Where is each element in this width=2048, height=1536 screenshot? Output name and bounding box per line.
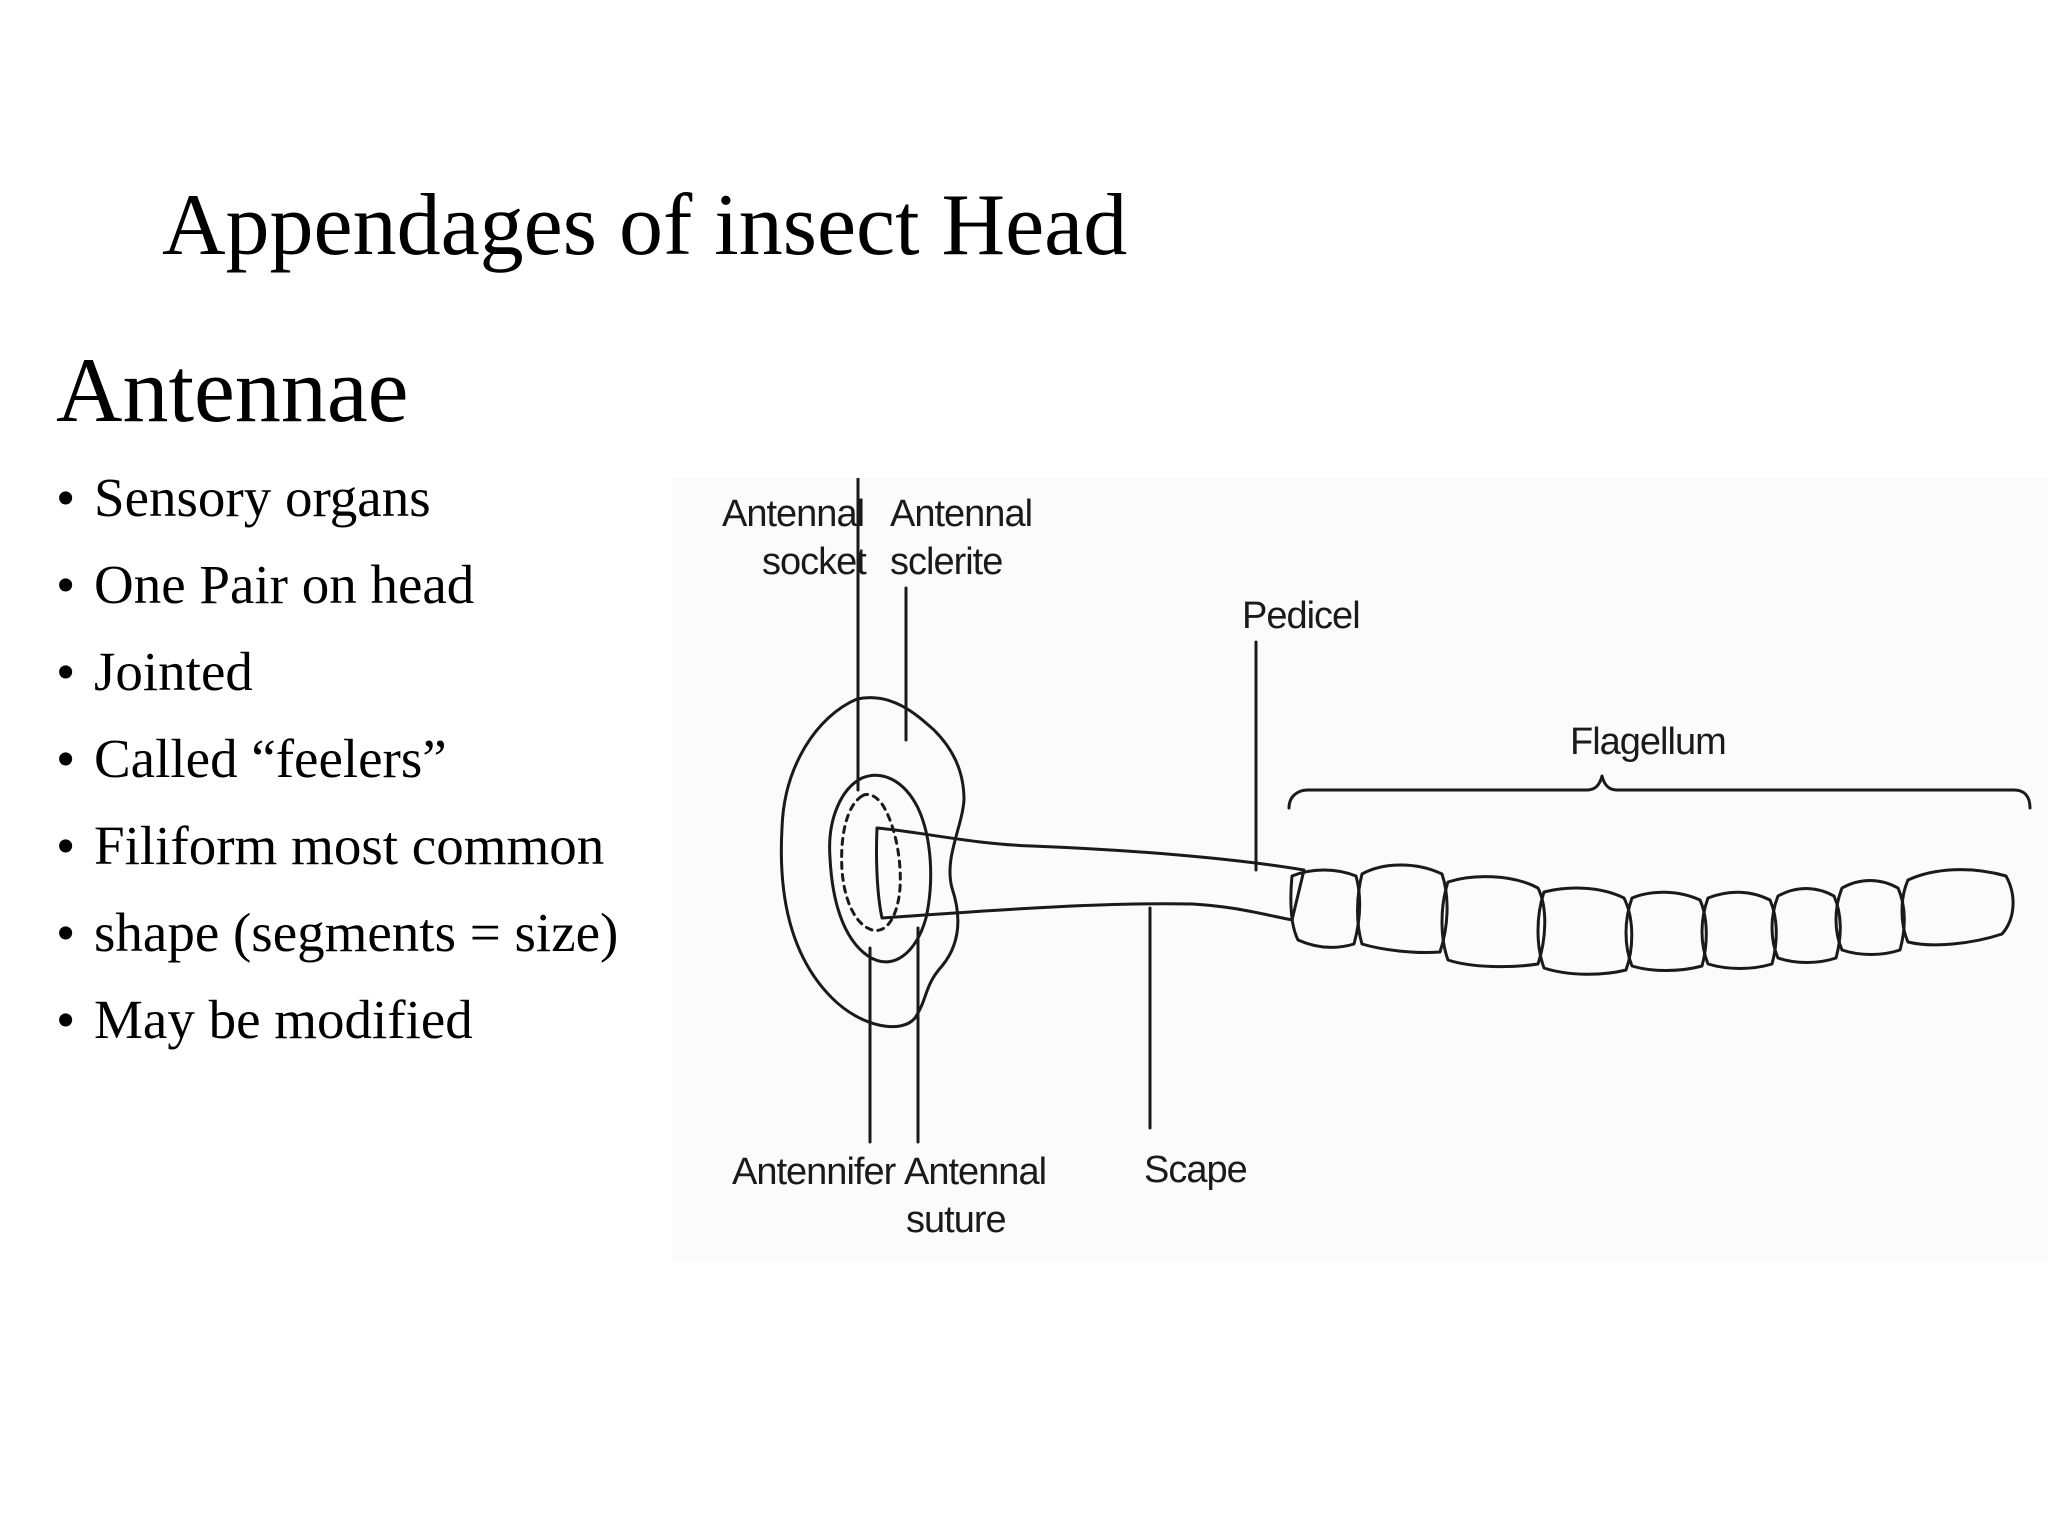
list-item: • One Pair on head [56, 557, 656, 612]
flagellum-segment [1834, 879, 1906, 956]
bullet-marker: • [56, 989, 76, 1050]
bullet-marker: • [56, 467, 76, 528]
bullet-text: Filiform most common [94, 815, 605, 876]
bullet-text: Sensory organs [94, 467, 431, 528]
bullet-marker: • [56, 641, 76, 702]
antenna-diagram-svg: Antennal socket Antennal sclerite Pedice… [722, 478, 2032, 1241]
antennifer-ring [828, 773, 933, 964]
flagellum-segment [1624, 890, 1708, 972]
list-item: • Sensory organs [56, 470, 656, 525]
list-item: • Filiform most common [56, 818, 656, 873]
antennal-socket-label: socket [762, 541, 867, 583]
slide-title: Appendages of insect Head [162, 177, 1128, 274]
flagellum-label: Flagellum [1570, 721, 1726, 763]
bullet-text: Jointed [94, 641, 253, 702]
flagellum-segment [1770, 887, 1842, 964]
flagellum-segment [1440, 875, 1547, 969]
list-item: • May be modified [56, 992, 656, 1047]
flagellum-brace [1287, 774, 2032, 810]
antennal-socket-label: Antennal [722, 493, 864, 535]
flagellum-segment [1900, 868, 2015, 947]
antennal-suture-label: suture [906, 1199, 1006, 1241]
bullet-text: Called “feelers” [94, 728, 447, 789]
list-item: • Called “feelers” [56, 731, 656, 786]
antenna-diagram: Antennal socket Antennal sclerite Pedice… [672, 478, 2048, 1262]
antennal-sclerite-label: sclerite [890, 541, 1002, 583]
flagellum-segment [1700, 890, 1778, 970]
bullet-text: May be modified [94, 989, 473, 1050]
bullet-list: • Sensory organs • One Pair on head • Joint… [56, 470, 656, 1079]
bullet-marker: • [56, 902, 76, 963]
bullet-marker: • [56, 815, 76, 876]
bullet-marker: • [56, 728, 76, 789]
antennifer-label: Antennifer [732, 1151, 897, 1193]
scape-segment [875, 826, 1306, 922]
scape-label: Scape [1144, 1149, 1247, 1191]
antennal-sclerite-outline [779, 696, 966, 1029]
antennal-sclerite-label: Antennal [890, 493, 1032, 535]
flagellum-segment [1536, 886, 1634, 976]
bullet-text: shape (segments = size) [94, 902, 619, 963]
list-item: • Jointed [56, 644, 656, 699]
bullet-text: One Pair on head [94, 554, 475, 615]
bullet-marker: • [56, 554, 76, 615]
list-item: • shape (segments = size) [56, 905, 656, 960]
pedicel-label: Pedicel [1242, 595, 1360, 637]
flagellum-segment [1356, 863, 1449, 954]
section-heading: Antennae [56, 339, 409, 441]
antennal-socket [840, 792, 902, 932]
pedicel-segment [1289, 868, 1362, 949]
antennal-suture-label: Antennal [904, 1151, 1046, 1193]
